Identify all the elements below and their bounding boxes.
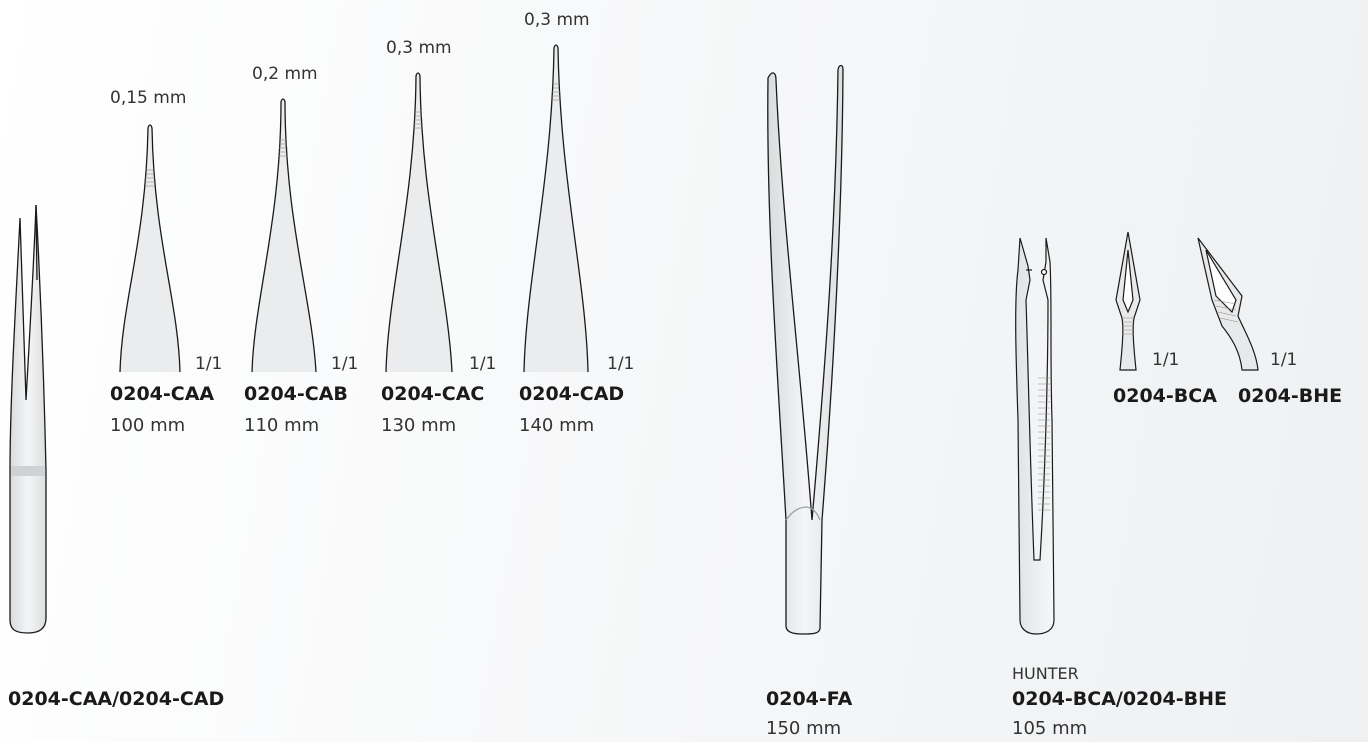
scale-label-cad: 1/1 bbox=[607, 354, 635, 374]
tip-width-cac: 0,3 mm bbox=[386, 38, 452, 58]
length-fa: 150 mm bbox=[766, 718, 842, 739]
tip-illustration-caa bbox=[119, 124, 181, 373]
tip-illustration-bhe bbox=[1197, 237, 1259, 371]
tip-illustration-cab bbox=[251, 98, 317, 373]
product-code-fa: 0204-FA bbox=[766, 688, 853, 710]
tip-illustration-bca bbox=[1115, 231, 1141, 371]
length-caa: 100 mm bbox=[110, 415, 186, 436]
length-group-b: 105 mm bbox=[1012, 718, 1088, 739]
tip-illustration-cac bbox=[385, 72, 453, 373]
scale-label-cab: 1/1 bbox=[331, 354, 359, 374]
set-code-group-a: 0204-CAA/0204-CAD bbox=[8, 688, 225, 710]
product-code-cac: 0204-CAC bbox=[381, 383, 485, 405]
length-cac: 130 mm bbox=[381, 415, 457, 436]
set-code-group-b: 0204-BCA/0204-BHE bbox=[1012, 688, 1227, 710]
length-cab: 110 mm bbox=[244, 415, 320, 436]
product-code-cab: 0204-CAB bbox=[244, 383, 348, 405]
scale-label-bca: 1/1 bbox=[1152, 350, 1180, 370]
tweezers-hunter-illustration bbox=[1015, 237, 1055, 635]
product-code-caa: 0204-CAA bbox=[110, 383, 215, 405]
tip-width-caa: 0,15 mm bbox=[110, 88, 187, 108]
brand-label-hunter: HUNTER bbox=[1012, 664, 1079, 683]
tip-illustration-cad bbox=[523, 44, 589, 373]
length-cad: 140 mm bbox=[519, 415, 595, 436]
scale-label-caa: 1/1 bbox=[195, 354, 223, 374]
tip-width-cab: 0,2 mm bbox=[252, 64, 318, 84]
tip-width-cad: 0,3 mm bbox=[524, 10, 590, 30]
product-code-bca: 0204-BCA bbox=[1113, 385, 1217, 407]
scale-label-cac: 1/1 bbox=[469, 354, 497, 374]
product-code-cad: 0204-CAD bbox=[519, 383, 625, 405]
tweezers-large-left-illustration bbox=[9, 204, 47, 634]
product-code-bhe: 0204-BHE bbox=[1238, 385, 1343, 407]
scale-label-bhe: 1/1 bbox=[1270, 350, 1298, 370]
tweezers-fa-illustration bbox=[767, 64, 844, 635]
